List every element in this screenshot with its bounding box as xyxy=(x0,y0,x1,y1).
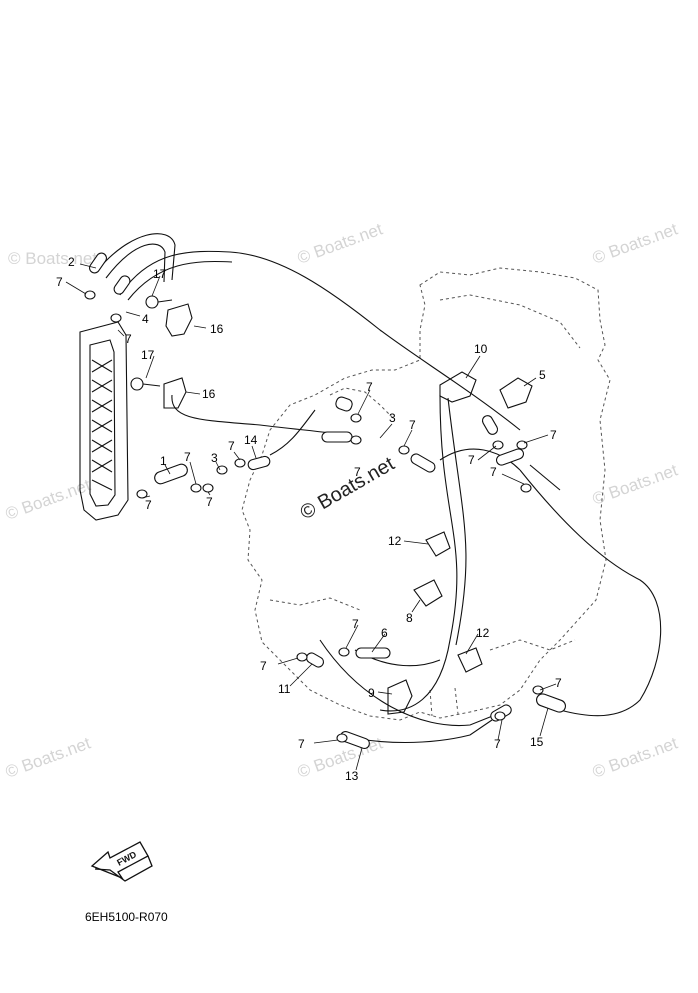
watermark: © Boats.net xyxy=(8,249,97,268)
clip-9 xyxy=(387,679,413,715)
hose-11-line xyxy=(319,639,496,727)
clamps-7 xyxy=(84,290,544,743)
callout-7: 7 xyxy=(352,617,359,631)
callout-12: 12 xyxy=(476,626,490,640)
callout-16: 16 xyxy=(202,387,216,401)
callout-labels: 2 7 4 7 17 16 17 16 1 7 3 7 14 7 7 7 3 7… xyxy=(56,255,562,783)
watermark-layer: © Boats.net © Boats.net © Boats.net © Bo… xyxy=(3,219,680,781)
hose-15-end xyxy=(535,693,567,713)
callout-16: 16 xyxy=(210,322,224,336)
callout-14: 14 xyxy=(244,433,258,447)
watermark: © Boats.net xyxy=(590,733,680,781)
fwd-arrow-icon xyxy=(90,841,149,880)
callout-3: 3 xyxy=(389,411,396,425)
watermark: © Boats.net xyxy=(590,219,680,267)
fwd-arrow: FWD xyxy=(90,841,153,882)
hose-3-stub xyxy=(321,431,353,443)
callout-17: 17 xyxy=(153,267,167,281)
callout-7: 7 xyxy=(206,495,213,509)
callout-7: 7 xyxy=(366,380,373,394)
callout-8: 8 xyxy=(406,611,413,625)
watermark: © Boats.net xyxy=(590,460,680,508)
callout-10: 10 xyxy=(474,342,488,356)
leader-lines xyxy=(65,263,557,771)
callout-7: 7 xyxy=(298,737,305,751)
callout-11: 11 xyxy=(278,682,291,696)
bolts xyxy=(130,295,173,391)
engine-block-outline xyxy=(241,267,611,721)
callout-7: 7 xyxy=(184,450,191,464)
hose-8-line xyxy=(379,394,458,712)
hose-4-upper xyxy=(119,250,521,431)
hose-15-line xyxy=(519,469,662,717)
callout-7: 7 xyxy=(490,465,497,479)
clip-10 xyxy=(439,371,477,403)
hose-16-lower xyxy=(171,394,351,437)
clip-holders xyxy=(163,303,533,715)
hose-2-outer xyxy=(95,233,176,281)
hose-2-end xyxy=(89,252,107,274)
holder-16-lower xyxy=(163,377,187,409)
hose-routing xyxy=(95,233,662,744)
clip-12-upper xyxy=(425,531,451,557)
callout-7: 7 xyxy=(228,439,235,453)
clip-5 xyxy=(499,377,533,409)
watermark: © Boats.net xyxy=(3,733,93,781)
callout-15: 15 xyxy=(530,735,544,749)
callout-2: 2 xyxy=(68,255,75,269)
hose-1 xyxy=(154,463,188,485)
callout-7: 7 xyxy=(550,428,557,442)
callout-6: 6 xyxy=(381,626,388,640)
clip-8 xyxy=(413,579,443,607)
bolt-17-lower xyxy=(130,377,144,391)
hose-4-end xyxy=(113,275,131,295)
callout-7: 7 xyxy=(409,418,416,432)
watermark: © Boats.net xyxy=(295,219,385,267)
callout-7: 7 xyxy=(468,453,475,467)
hose-6 xyxy=(355,647,391,659)
part-code: 6EH5100-R070 xyxy=(85,910,168,924)
callout-7: 7 xyxy=(260,659,267,673)
holder-16-upper xyxy=(165,303,193,337)
callout-7: 7 xyxy=(494,737,501,751)
callout-7: 7 xyxy=(56,275,63,289)
bolt-17-upper xyxy=(145,295,159,309)
hose-2-inner xyxy=(105,243,166,283)
callout-7: 7 xyxy=(354,465,361,479)
clip-12-lower xyxy=(457,647,483,673)
callout-7: 7 xyxy=(125,332,132,346)
gasket-plate xyxy=(79,321,129,521)
callout-3: 3 xyxy=(211,451,218,465)
callout-7: 7 xyxy=(555,676,562,690)
callout-7: 7 xyxy=(145,498,152,512)
callout-12: 12 xyxy=(388,534,402,548)
callout-17: 17 xyxy=(141,348,155,362)
watermark-main: © Boats.net xyxy=(297,453,399,525)
callout-1: 1 xyxy=(160,454,167,468)
callout-5: 5 xyxy=(539,368,546,382)
callout-9: 9 xyxy=(368,686,375,700)
callout-13: 13 xyxy=(345,769,359,783)
callout-4: 4 xyxy=(142,312,149,326)
hose-14 xyxy=(247,455,271,471)
